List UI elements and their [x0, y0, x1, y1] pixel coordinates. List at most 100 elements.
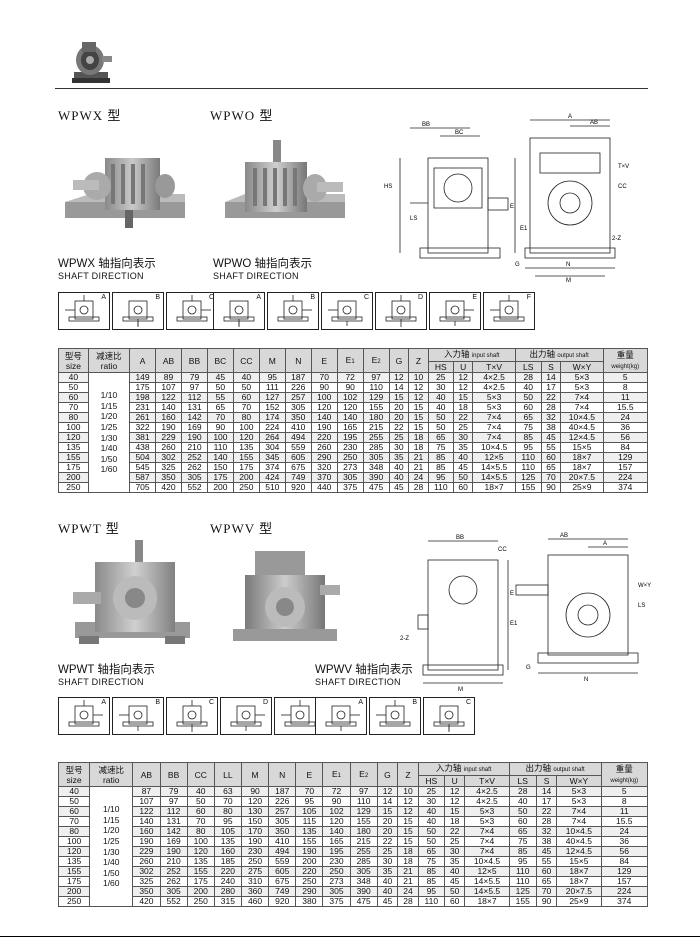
- dim-hs: HS: [384, 184, 392, 190]
- shaft-diagram-icon: [65, 295, 100, 322]
- col-ab: AB: [155, 348, 182, 373]
- col-ab: AB: [132, 762, 161, 787]
- col-z: Z: [408, 348, 429, 373]
- col-bb: BB: [159, 762, 188, 787]
- dim-e: E: [510, 204, 514, 210]
- wpwt-shaft-label: WPWT 轴指向表示 SHAFT DIRECTION: [58, 664, 155, 687]
- dim-z: 2-Z: [612, 236, 621, 242]
- shaft-panel-e: E: [429, 292, 481, 330]
- shaft-diagram-icon: [385, 295, 417, 327]
- dim-bc: BC: [455, 130, 464, 136]
- panel-letter: F: [526, 294, 531, 301]
- wpwo-title: WPWO 型: [210, 108, 274, 123]
- dim2-wy: W×Y: [638, 583, 651, 589]
- panel-letter: B: [310, 294, 315, 301]
- shaft-panel-b: B: [112, 292, 164, 330]
- dim-bb: BB: [422, 122, 430, 128]
- dim2-ab: AB: [560, 533, 568, 539]
- panel-letter: A: [101, 294, 106, 301]
- col-bb: BB: [180, 348, 208, 373]
- col-ll: LL: [213, 762, 242, 787]
- col-e2: E2: [362, 348, 390, 373]
- col-m: M: [258, 348, 286, 373]
- wpwx-shaft-label: WPWX 轴指向表示 SHAFT DIRECTION: [58, 258, 156, 281]
- shaft-diagram-icon: [325, 705, 360, 731]
- wpwo-shaft-label: WPWO 轴指向表示 SHAFT DIRECTION: [213, 258, 313, 281]
- shaft-diagram-icon: [230, 705, 265, 731]
- panel-letter: B: [155, 699, 160, 706]
- panel-letter: C: [208, 699, 214, 706]
- dim2-a: A: [603, 541, 607, 547]
- shaft-diagram-icon: [439, 300, 474, 326]
- footer-rule: [0, 936, 700, 937]
- dim-tv: T×V: [618, 164, 629, 170]
- wpwx-photo: [65, 158, 185, 228]
- dim2-g: G: [526, 665, 531, 671]
- col-e: E: [310, 348, 338, 373]
- col-m: M: [240, 762, 270, 787]
- shaft-diagram-icon: [281, 700, 316, 727]
- dim-ab: AB: [590, 120, 598, 126]
- shaft-diagram-icon: [122, 300, 154, 327]
- shaft-panel-b: B: [112, 697, 164, 735]
- dim-m: M: [566, 278, 571, 283]
- panel-letter: D: [417, 294, 423, 301]
- dim-n: N: [566, 262, 570, 268]
- dim2-m: M: [458, 687, 463, 693]
- shaft-diagram-icon: [433, 705, 465, 732]
- dim2-z: 2-Z: [400, 636, 409, 642]
- shaft-panel-c: C: [166, 292, 218, 330]
- panel-letter: A: [256, 294, 261, 301]
- col-output-shaft: 出力轴 output shaft: [514, 348, 604, 362]
- panel-letter: C: [363, 294, 369, 301]
- wpwt-title: WPWT 型: [58, 521, 120, 536]
- dim-a: A: [568, 114, 572, 120]
- shaft-panel-d: D: [375, 292, 427, 330]
- col-n: N: [284, 348, 312, 373]
- panel-letter: C: [208, 294, 214, 301]
- col-n: N: [268, 762, 297, 787]
- shaft-panel-a: A: [58, 292, 110, 330]
- shaft-panel-d: D: [220, 697, 272, 735]
- col-a: A: [129, 348, 157, 373]
- shaft-panel-a: A: [315, 697, 367, 735]
- shaft-panel-a: A: [58, 697, 110, 735]
- shaft-diagram-icon: [223, 300, 255, 327]
- wpwv-photo: [233, 551, 340, 641]
- wpwv-dimension-drawing: BB CC AB A E E1 M N 2-Z W×Y LS G: [400, 533, 651, 693]
- shaft-diagram-icon: [119, 705, 154, 731]
- panel-letter: B: [412, 699, 417, 706]
- shaft-diagram-icon: [490, 295, 525, 322]
- shaft-panel-c: C: [321, 292, 373, 330]
- wpwo-photo: [225, 140, 345, 218]
- dim2-e: E: [510, 591, 514, 597]
- dim2-n: N: [584, 677, 588, 683]
- wpwv-title: WPWV 型: [210, 521, 274, 536]
- dim-ls: LS: [410, 216, 417, 222]
- col-cc: CC: [232, 348, 260, 373]
- col-e2: E2: [349, 762, 378, 787]
